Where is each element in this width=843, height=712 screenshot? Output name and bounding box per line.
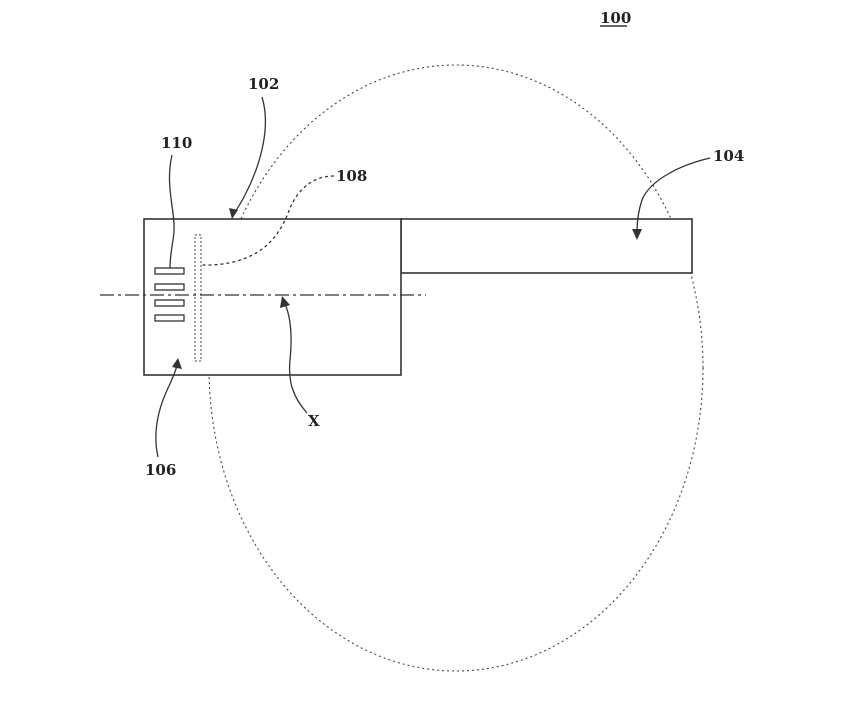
label-106: 106 — [145, 461, 176, 479]
arm-104 — [400, 218, 693, 274]
arrowhead-axis-x — [280, 296, 290, 308]
arrowhead-102 — [229, 208, 238, 219]
figure-number: 100 — [600, 9, 631, 27]
slot-110-3 — [154, 299, 185, 307]
leader-102 — [233, 96, 266, 215]
slot-110-4 — [154, 314, 185, 322]
component-108 — [194, 234, 202, 362]
label-102: 102 — [248, 75, 279, 93]
label-104: 104 — [713, 147, 744, 165]
body-102 — [143, 218, 402, 376]
leader-110 — [168, 154, 175, 269]
label-110: 110 — [161, 134, 192, 152]
label-axis-x: X — [308, 412, 320, 430]
arrowhead-104 — [632, 229, 642, 240]
leader-106 — [155, 365, 178, 458]
arrowhead-106 — [172, 358, 182, 369]
leader-axis-x — [284, 303, 308, 414]
leader-104 — [636, 157, 711, 233]
slot-110-2 — [154, 283, 185, 291]
label-108: 108 — [336, 167, 367, 185]
